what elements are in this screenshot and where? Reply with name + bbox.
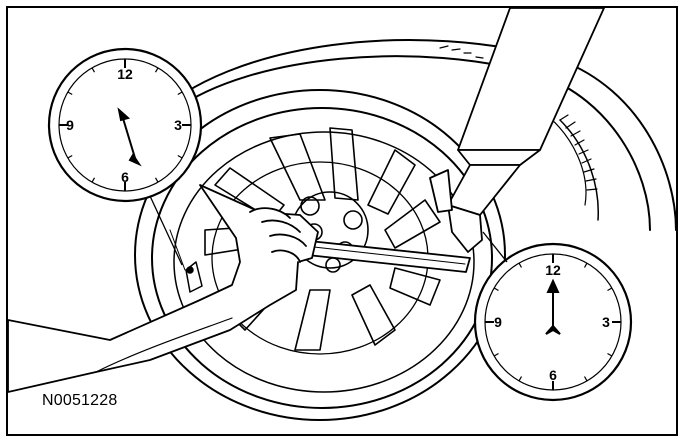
clock-left-leader: [149, 195, 183, 266]
figure-id: N0051228: [42, 392, 118, 409]
clock-left-3: 3: [174, 117, 182, 133]
clock-left: 12 3 6 9: [47, 47, 203, 266]
hand: [8, 184, 319, 393]
clock-left-ticks: [59, 59, 191, 191]
clock-right-9: 9: [494, 314, 502, 330]
clock-right-hand: [545, 278, 561, 335]
clock-left-6: 6: [121, 169, 129, 185]
clock-right-ticks: [485, 254, 621, 390]
clock-right-leader: [482, 231, 508, 263]
clock-right: 12 3 6 9: [473, 231, 633, 402]
clock-right-3: 3: [602, 314, 610, 330]
clock-right-6: 6: [549, 367, 557, 383]
torque-wrench: [429, 8, 605, 253]
clock-left-hand: [117, 107, 142, 167]
clock-right-12: 12: [545, 262, 561, 278]
valve-stem: [169, 229, 203, 293]
clock-left-12: 12: [117, 66, 133, 82]
clock-left-9: 9: [66, 117, 74, 133]
